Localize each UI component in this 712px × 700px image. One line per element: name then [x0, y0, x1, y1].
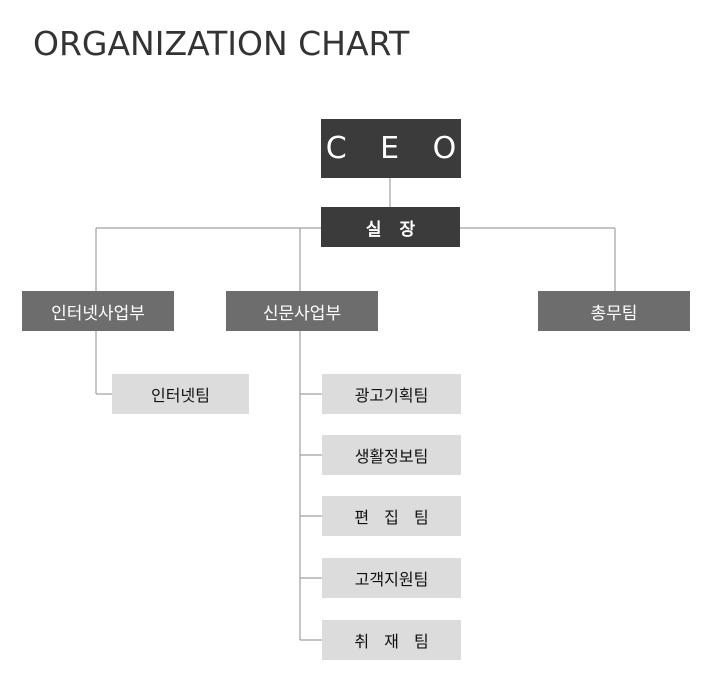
- newspaper-division-box: 신문사업부: [226, 291, 378, 331]
- ad-planning-team-box: 광고기획팀: [322, 374, 461, 414]
- living-info-team-label: 생활정보팀: [354, 447, 429, 466]
- page-title: ORGANIZATION CHART: [33, 24, 410, 63]
- internet-division-box: 인터넷사업부: [22, 291, 174, 331]
- ceo-label: C E O: [325, 131, 469, 166]
- customer-support-team-label: 고객지원팀: [354, 570, 429, 589]
- general-affairs-box: 총무팀: [538, 291, 690, 331]
- newspaper-division-label: 신문사업부: [262, 303, 342, 324]
- executive-box: 실 장: [321, 207, 460, 247]
- reporting-team-box: 취 재 팀: [322, 620, 461, 660]
- living-info-team-box: 생활정보팀: [322, 435, 461, 475]
- executive-label: 실 장: [365, 219, 422, 240]
- ceo-box: C E O: [321, 119, 461, 178]
- general-affairs-label: 총무팀: [590, 303, 638, 324]
- internet-team-label: 인터넷팀: [151, 386, 210, 405]
- internet-team-box: 인터넷팀: [112, 374, 249, 414]
- ad-planning-team-label: 광고기획팀: [354, 386, 429, 405]
- customer-support-team-box: 고객지원팀: [322, 558, 461, 598]
- editorial-team-label: 편 집 팀: [354, 508, 434, 527]
- reporting-team-label: 취 재 팀: [354, 632, 434, 651]
- internet-division-label: 인터넷사업부: [51, 303, 145, 324]
- editorial-team-box: 편 집 팀: [322, 496, 461, 536]
